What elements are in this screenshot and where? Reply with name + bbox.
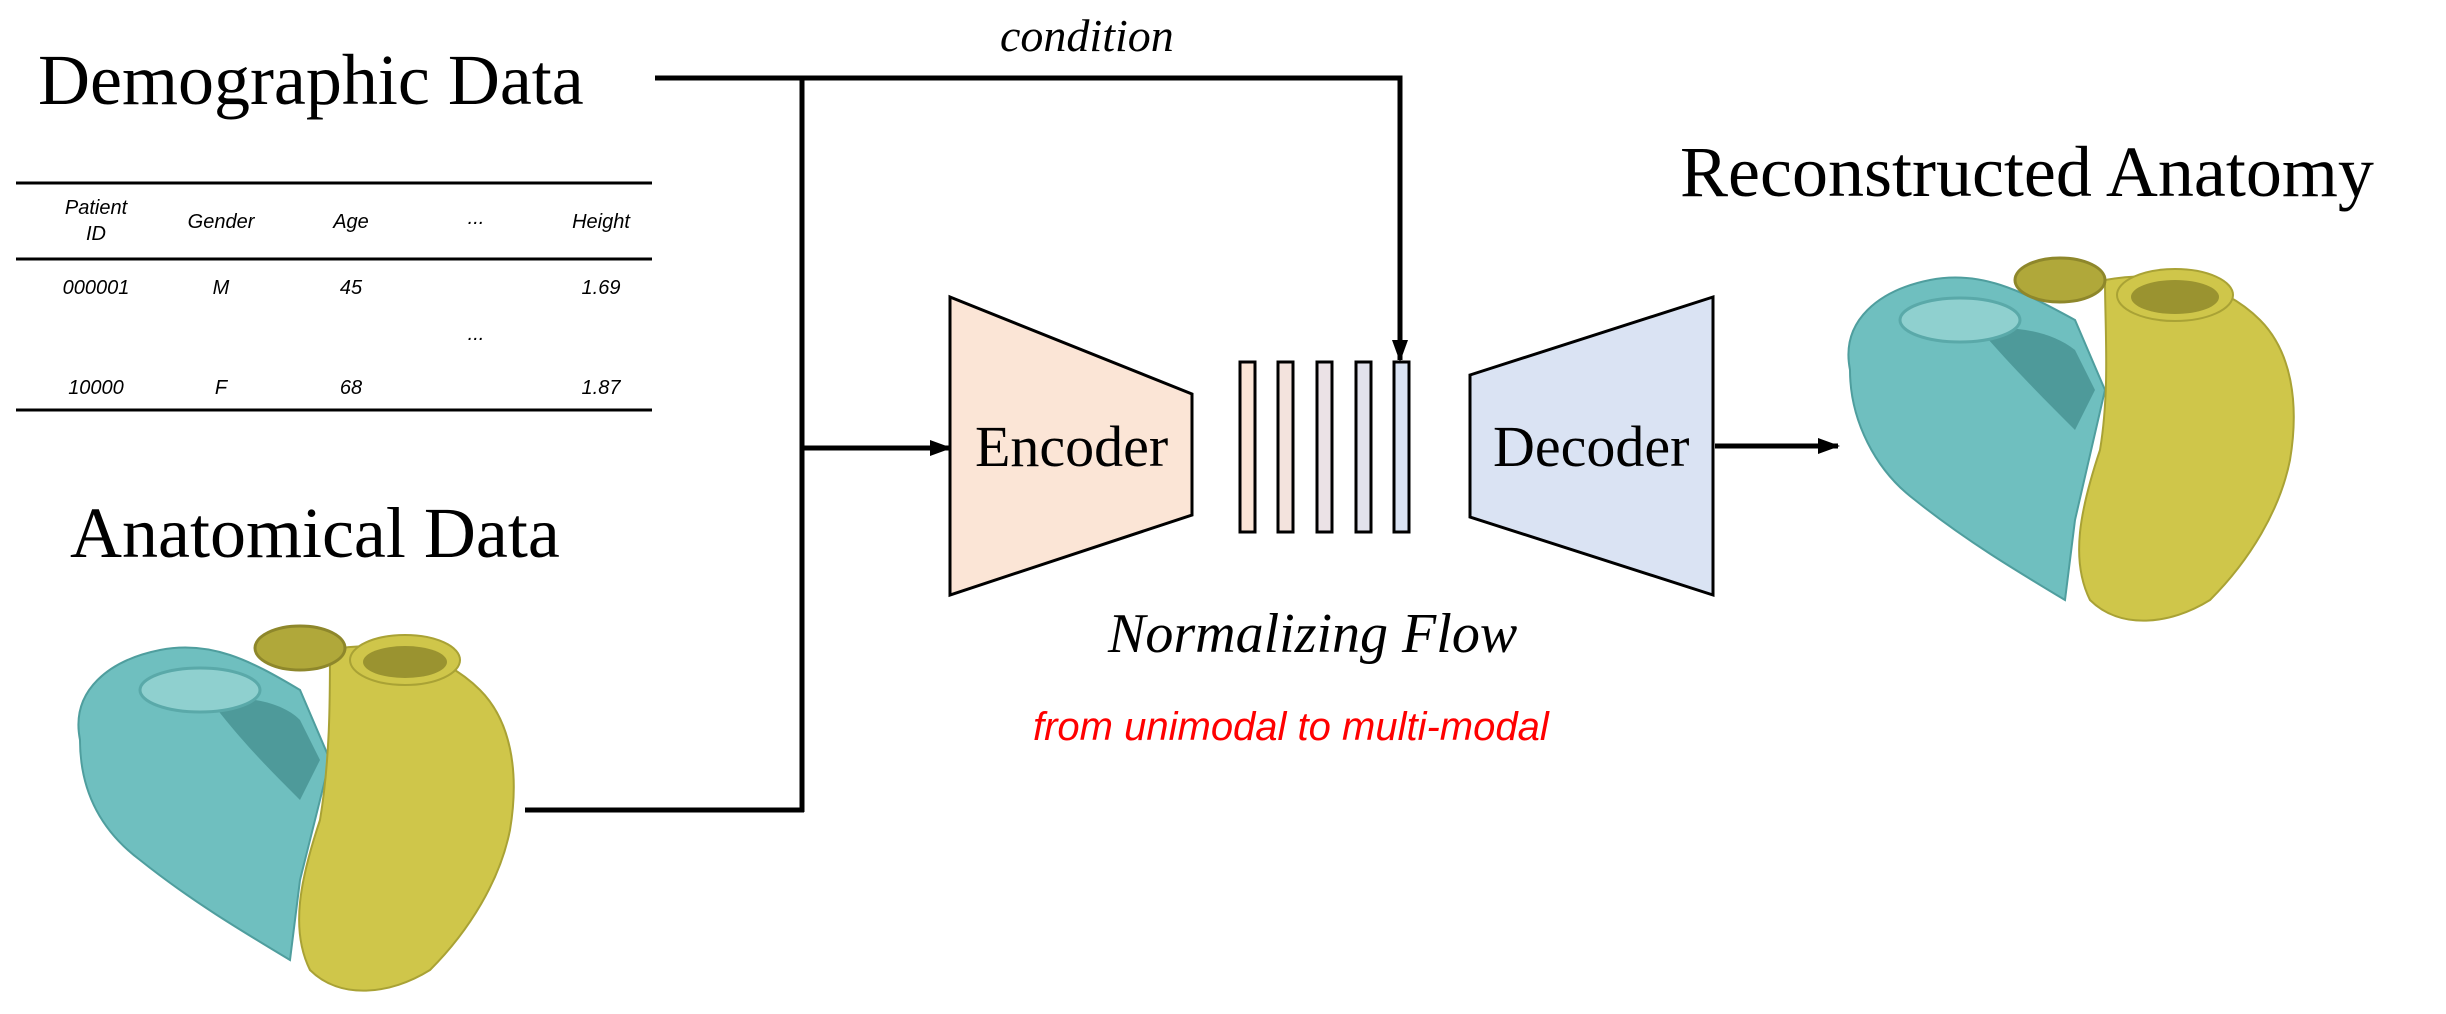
demographic-data-heading: Demographic Data [38,40,584,120]
condition-label: condition [1000,10,1174,61]
table-header-gender: Gender [187,211,255,233]
flow-bar-3 [1315,360,1334,534]
reconstructed-anatomy-heading: Reconstructed Anatomy [1680,132,2374,212]
table-cell: 1.87 [581,377,621,399]
anatomical-data-heading: Anatomical Data [70,493,560,573]
multimodal-note: from unimodal to multi-modal [1033,705,1549,749]
flow-bar-2 [1276,360,1295,534]
table-cell: 10000 [68,377,124,399]
normalizing-flow-label: Normalizing Flow [1108,603,1518,665]
flow-bar-1 [1238,360,1257,534]
table-cell: 45 [339,277,363,299]
condition-arrow [655,75,1408,362]
table-cell: F [214,377,228,399]
reconstructed-heart-image [1847,256,2295,622]
anatomical-heart-image [77,624,515,992]
table-cell: 68 [339,377,363,399]
table-cell: M [212,277,230,299]
table-header-age: Age [333,211,369,233]
table-header-height: Height [572,211,630,233]
table-cell: 000001 [62,277,130,299]
table-header-patient-id: Patient ID [64,197,128,245]
flow-bar-5 [1392,360,1411,534]
decoder-label: Decoder [1493,414,1690,479]
table-cell: 1.69 [581,277,621,299]
encoder-block [948,294,1194,598]
table-cell: ... [467,323,485,345]
decoder-block [1468,294,1715,598]
table-header-ellipsis: ... [467,207,485,229]
flow-bar-4 [1354,360,1373,534]
encoder-label: Encoder [975,414,1169,479]
demographic-table: Patient ID Gender Age ... Height 000001 … [16,183,652,410]
